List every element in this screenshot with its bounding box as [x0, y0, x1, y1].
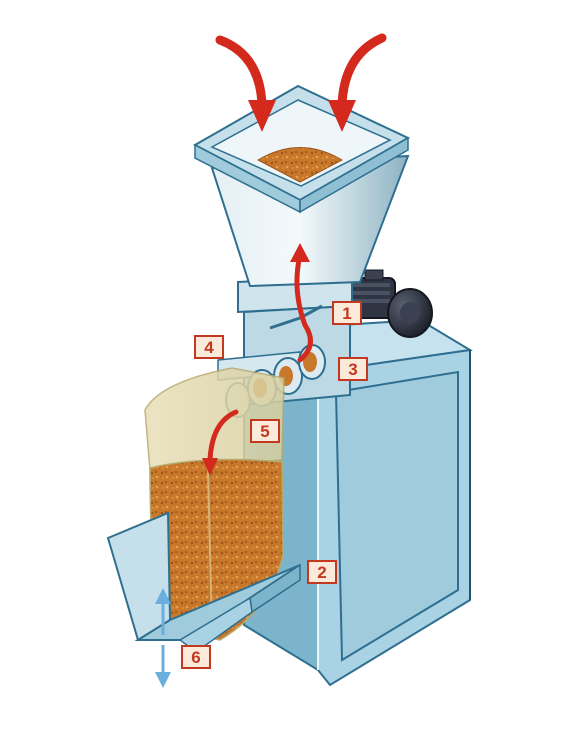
- callout-4: 4: [194, 335, 224, 359]
- callout-1-label: 1: [342, 304, 351, 323]
- callout-5: 5: [250, 419, 280, 443]
- callout-3: 3: [338, 357, 368, 381]
- hopper: [192, 84, 411, 288]
- flow-arrow-left: [215, 35, 267, 110]
- callout-2-label: 2: [317, 563, 326, 582]
- flow-arrow-right: [337, 33, 387, 110]
- callout-4-label: 4: [204, 338, 214, 357]
- hopper-product: [256, 147, 344, 183]
- lift-arrows: [155, 588, 171, 688]
- callout-6-label: 6: [191, 648, 200, 667]
- bag-tray: [106, 511, 301, 653]
- callout-1: 1: [332, 301, 362, 325]
- flow-arrows: [202, 33, 387, 476]
- callout-2: 2: [307, 560, 337, 584]
- callout-6: 6: [181, 645, 211, 669]
- machine-frame: [243, 318, 473, 687]
- callout-5-label: 5: [260, 422, 269, 441]
- bag-top: [144, 367, 285, 471]
- frame-front-panel: [334, 370, 459, 662]
- flow-arrow-center: [294, 252, 313, 363]
- flow-arrow-bag: [207, 409, 239, 463]
- callout-3-label: 3: [348, 360, 357, 379]
